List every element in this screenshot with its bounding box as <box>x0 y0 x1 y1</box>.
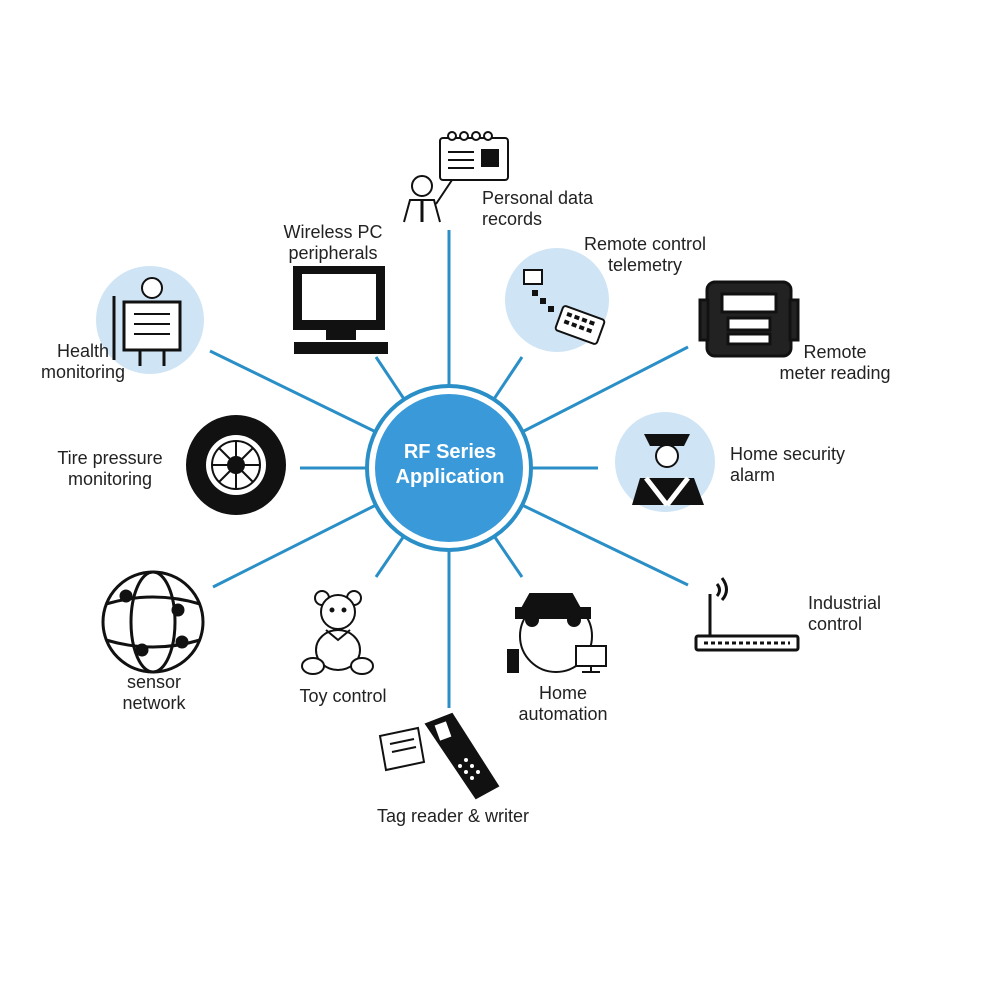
monitor-icon <box>293 266 388 354</box>
spoke-wireless-pc <box>374 356 410 406</box>
node-label-tag-reader: Tag reader & writer <box>376 806 530 826</box>
globe-network-icon <box>101 570 205 674</box>
car-and-phone-icon <box>507 593 607 673</box>
hub-circle <box>375 394 523 542</box>
spoke-remote-telemetry <box>488 356 524 406</box>
person-with-card-icon <box>403 131 509 223</box>
remote-control-icon <box>505 248 609 352</box>
spoke-industrial-control <box>521 503 689 587</box>
spoke-health-monitoring <box>209 349 377 434</box>
node-label-toy-control: Toy control <box>299 686 387 706</box>
xray-person-icon <box>96 266 204 374</box>
spoke-meter-reading <box>521 345 689 434</box>
tire-icon <box>186 415 286 515</box>
hub-label-line2: Application <box>395 466 505 488</box>
spoke-sensor-network <box>212 503 377 589</box>
router-antenna-icon <box>694 577 800 652</box>
teddy-bear-icon <box>301 590 374 675</box>
gas-meter-icon <box>698 280 800 358</box>
security-guard-icon <box>615 412 715 512</box>
handheld-scanner-icon <box>378 712 500 800</box>
hub-label-line1: RF Series <box>403 441 497 463</box>
hub-label: RF Series Application <box>370 440 530 490</box>
